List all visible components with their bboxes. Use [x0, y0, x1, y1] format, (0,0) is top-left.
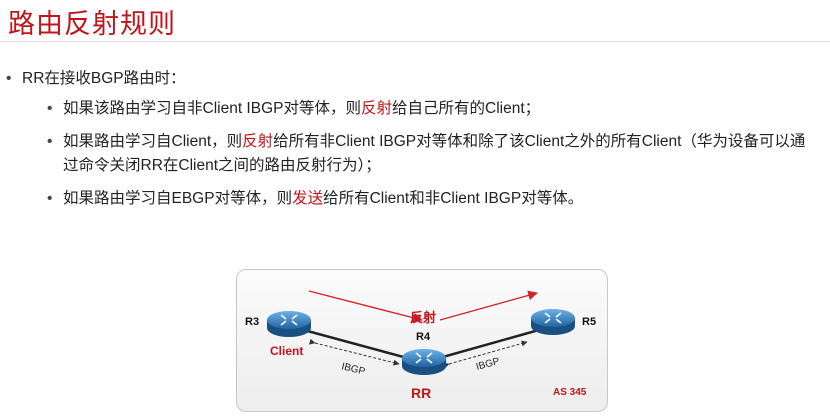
- title-divider: [0, 41, 830, 42]
- bullet-text: 如果路由学习自EBGP对等体，则: [63, 190, 293, 207]
- router-r3-icon: [267, 311, 311, 337]
- label-r4: R4: [416, 331, 431, 343]
- reflect-arrow-in: [308, 290, 423, 323]
- highlight-text: 发送: [292, 190, 324, 207]
- bullet-text: RR在接收BGP路由时：: [22, 70, 186, 87]
- ibgp-arrow-right: [442, 340, 528, 369]
- bullet-dot-icon: •: [6, 70, 12, 87]
- topology-diagram: R3 Client 反射 R4 R5 IBGP IBGP RR AS 345: [236, 269, 608, 412]
- sub-bullet-item: • 如果该路由学习自非Client IBGP对等体，则反射给自己所有的Clien…: [47, 96, 541, 122]
- bullet-dot-icon: •: [47, 190, 53, 207]
- label-ibgp-right: IBGP: [475, 356, 501, 373]
- label-reflect: 反射: [410, 310, 436, 325]
- router-r4-icon: [402, 349, 446, 375]
- label-rr: RR: [411, 385, 431, 401]
- bullet-dot-icon: •: [47, 100, 53, 117]
- sub-bullet-continuation: 过命令关闭RR在Client之间的路由反射行为）；: [63, 157, 381, 174]
- page-title: 路由反射规则: [8, 9, 176, 39]
- label-client: Client: [270, 344, 303, 358]
- router-r5-icon: [531, 309, 575, 335]
- label-r3: R3: [245, 316, 259, 328]
- label-as: AS 345: [553, 387, 587, 398]
- bullet-text: 给所有Client和非Client IBGP对等体。: [323, 190, 584, 207]
- bullet-text: 如果该路由学习自非Client IBGP对等体，则: [63, 100, 361, 117]
- highlight-text: 反射: [242, 133, 274, 150]
- bullet-text: 给所有非Client IBGP对等体和除了该Client之外的所有Client（…: [273, 133, 806, 150]
- sub-bullet-item: • 如果路由学习自Client，则反射给所有非Client IBGP对等体和除了…: [47, 129, 806, 155]
- bullet-text: 给自己所有的Client；: [392, 100, 541, 117]
- label-ibgp-left: IBGP: [340, 361, 366, 378]
- bullet-item: • RR在接收BGP路由时：: [6, 66, 186, 92]
- reflect-arrow-out: [439, 290, 538, 321]
- label-r5: R5: [582, 316, 596, 328]
- bullet-dot-icon: •: [47, 133, 53, 150]
- ibgp-arrow-left: [309, 338, 400, 366]
- highlight-text: 反射: [360, 100, 392, 117]
- sub-bullet-item: • 如果路由学习自EBGP对等体，则发送给所有Client和非Client IB…: [47, 186, 584, 212]
- topology-svg: R3 Client 反射 R4 R5 IBGP IBGP RR AS 345: [245, 290, 596, 401]
- bullet-text: 如果路由学习自Client，则: [63, 133, 243, 150]
